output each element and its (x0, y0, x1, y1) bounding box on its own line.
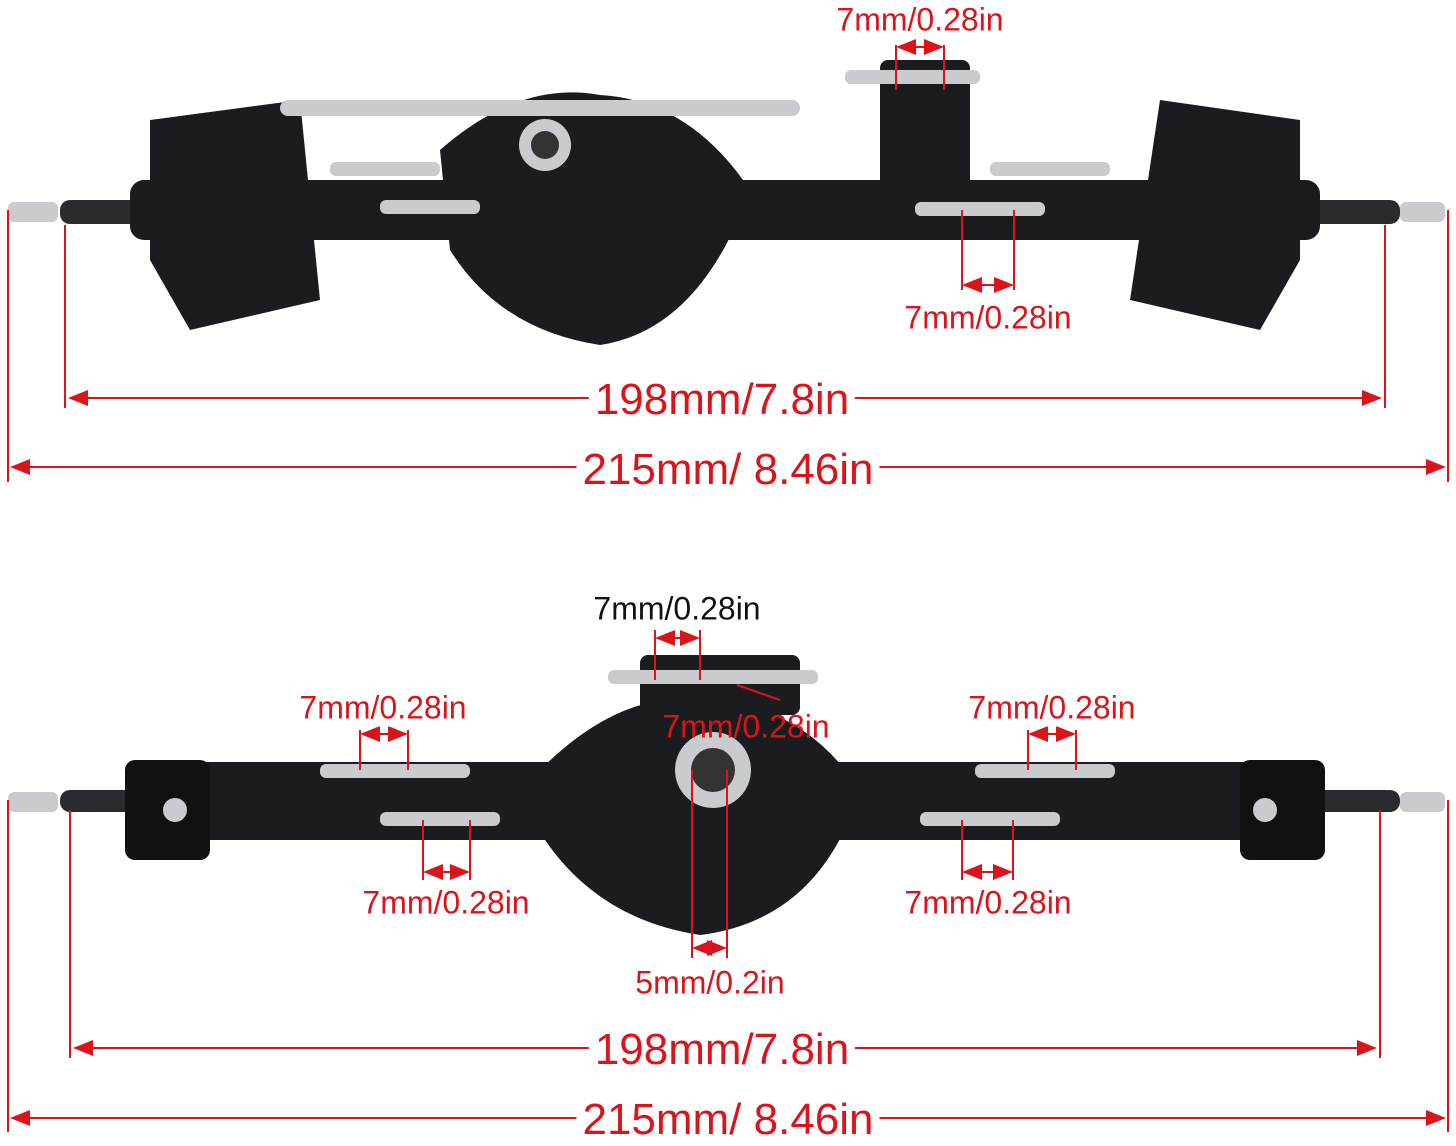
rear-right-lower-label: 7mm/0.28in (898, 884, 1078, 922)
rear-pinion-label: 5mm/0.2in (629, 964, 791, 1002)
front-upper-mount-label: 7mm/0.28in (830, 1, 1010, 39)
rear-right-upper-label: 7mm/0.28in (962, 689, 1142, 727)
front-total-width-label: 215mm/ 8.46in (576, 445, 880, 495)
rear-left-lower-label: 7mm/0.28in (356, 884, 536, 922)
rear-axle (8, 655, 1445, 935)
front-lower-mount-label: 7mm/0.28in (898, 299, 1078, 337)
front-hub-width-label: 198mm/7.8in (588, 375, 856, 425)
rear-left-upper-label: 7mm/0.28in (293, 689, 473, 727)
rear-hub-width-label: 198mm/7.8in (588, 1025, 856, 1075)
rear-top-mount-label: 7mm/0.28in (587, 590, 767, 628)
rear-total-width-label: 215mm/ 8.46in (576, 1095, 880, 1145)
rear-top-mount-right-label: 7mm/0.28in (662, 708, 830, 745)
front-axle (8, 60, 1445, 345)
